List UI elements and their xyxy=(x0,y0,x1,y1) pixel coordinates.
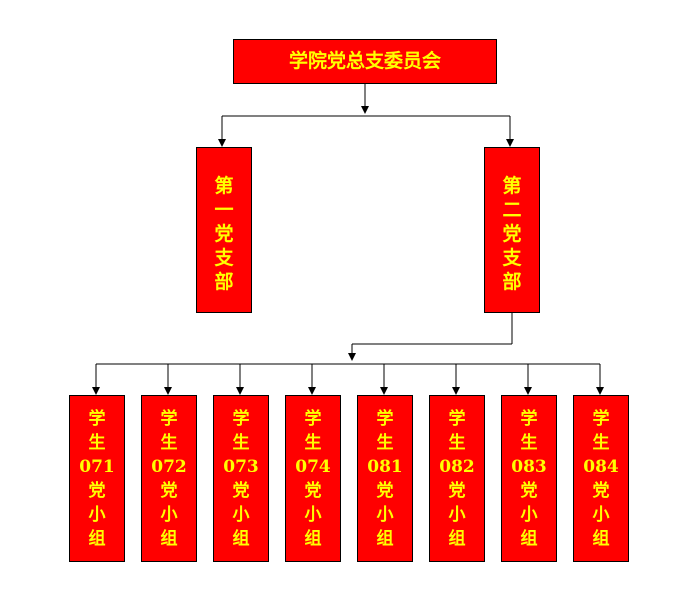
group-node-char: 072 xyxy=(151,457,187,477)
group-node-char: 生 xyxy=(376,433,394,453)
group-node-char: 小 xyxy=(88,505,106,525)
group-node-074-label: 学 生 074 党 小 组 xyxy=(286,407,340,551)
group-node-char: 学 xyxy=(160,409,178,429)
group-node-char: 组 xyxy=(88,529,106,549)
group-node-char: 生 xyxy=(448,433,466,453)
group-node-char: 学 xyxy=(520,409,538,429)
group-node-char: 组 xyxy=(304,529,322,549)
branch-node-1-label: 第 一 党 支 部 xyxy=(197,174,251,294)
group-node-char: 党 xyxy=(304,481,322,501)
group-node-072: 学 生 072 党 小 组 xyxy=(141,395,197,562)
group-node-072-label: 学 生 072 党 小 组 xyxy=(142,407,196,551)
group-node-char: 生 xyxy=(592,433,610,453)
group-node-char: 生 xyxy=(520,433,538,453)
branch-node-1-char: 第 xyxy=(214,175,234,197)
group-node-char: 小 xyxy=(376,505,394,525)
group-node-char: 083 xyxy=(511,457,547,477)
group-node-082: 学 生 082 党 小 组 xyxy=(429,395,485,562)
group-node-073-label: 学 生 073 党 小 组 xyxy=(214,407,268,551)
group-node-char: 生 xyxy=(88,433,106,453)
group-node-char: 组 xyxy=(448,529,466,549)
branch-node-1-char: 党 xyxy=(214,223,234,245)
branch-node-1: 第 一 党 支 部 xyxy=(196,147,252,313)
group-node-char: 084 xyxy=(583,457,619,477)
group-node-char: 党 xyxy=(232,481,250,501)
group-node-char: 党 xyxy=(88,481,106,501)
group-node-char: 学 xyxy=(232,409,250,429)
group-node-083-label: 学 生 083 党 小 组 xyxy=(502,407,556,551)
root-node: 学院党总支委员会 xyxy=(233,39,497,84)
branch-node-2-char: 二 xyxy=(502,199,522,221)
group-node-char: 学 xyxy=(304,409,322,429)
group-node-char: 小 xyxy=(592,505,610,525)
group-node-char: 学 xyxy=(88,409,106,429)
group-node-084: 学 生 084 党 小 组 xyxy=(573,395,629,562)
branch-node-2-char: 第 xyxy=(502,175,522,197)
group-node-char: 党 xyxy=(592,481,610,501)
group-node-char: 党 xyxy=(376,481,394,501)
group-node-071: 学 生 071 党 小 组 xyxy=(69,395,125,562)
group-node-char: 小 xyxy=(160,505,178,525)
branch-node-2-char: 党 xyxy=(502,223,522,245)
branch-node-1-char: 部 xyxy=(214,271,234,293)
group-node-char: 小 xyxy=(448,505,466,525)
group-node-081-label: 学 生 081 党 小 组 xyxy=(358,407,412,551)
group-node-char: 党 xyxy=(160,481,178,501)
group-node-071-label: 学 生 071 党 小 组 xyxy=(70,407,124,551)
group-node-char: 生 xyxy=(232,433,250,453)
group-node-char: 082 xyxy=(439,457,475,477)
group-node-char: 小 xyxy=(520,505,538,525)
group-node-char: 组 xyxy=(376,529,394,549)
group-node-081: 学 生 081 党 小 组 xyxy=(357,395,413,562)
branch-node-2: 第 二 党 支 部 xyxy=(484,147,540,313)
group-node-char: 081 xyxy=(367,457,403,477)
group-node-073: 学 生 073 党 小 组 xyxy=(213,395,269,562)
branch-node-2-label: 第 二 党 支 部 xyxy=(485,174,539,294)
branch-node-2-char: 部 xyxy=(502,271,522,293)
group-node-char: 组 xyxy=(160,529,178,549)
group-node-char: 小 xyxy=(232,505,250,525)
group-node-char: 学 xyxy=(592,409,610,429)
branch-node-1-char: 一 xyxy=(214,199,234,221)
group-node-char: 组 xyxy=(232,529,250,549)
group-node-char: 071 xyxy=(79,457,115,477)
group-node-char: 小 xyxy=(304,505,322,525)
group-node-083: 学 生 083 党 小 组 xyxy=(501,395,557,562)
branch-node-2-char: 支 xyxy=(502,247,522,269)
group-node-char: 073 xyxy=(223,457,259,477)
group-node-char: 组 xyxy=(592,529,610,549)
group-node-char: 学 xyxy=(376,409,394,429)
branch-node-1-char: 支 xyxy=(214,247,234,269)
root-node-label: 学院党总支委员会 xyxy=(288,50,441,72)
group-node-char: 组 xyxy=(520,529,538,549)
group-node-074: 学 生 074 党 小 组 xyxy=(285,395,341,562)
group-node-084-label: 学 生 084 党 小 组 xyxy=(574,407,628,551)
group-node-char: 生 xyxy=(304,433,322,453)
group-node-char: 党 xyxy=(520,481,538,501)
group-node-char: 学 xyxy=(448,409,466,429)
group-node-082-label: 学 生 082 党 小 组 xyxy=(430,407,484,551)
group-node-char: 党 xyxy=(448,481,466,501)
group-node-char: 生 xyxy=(160,433,178,453)
group-node-char: 074 xyxy=(295,457,331,477)
